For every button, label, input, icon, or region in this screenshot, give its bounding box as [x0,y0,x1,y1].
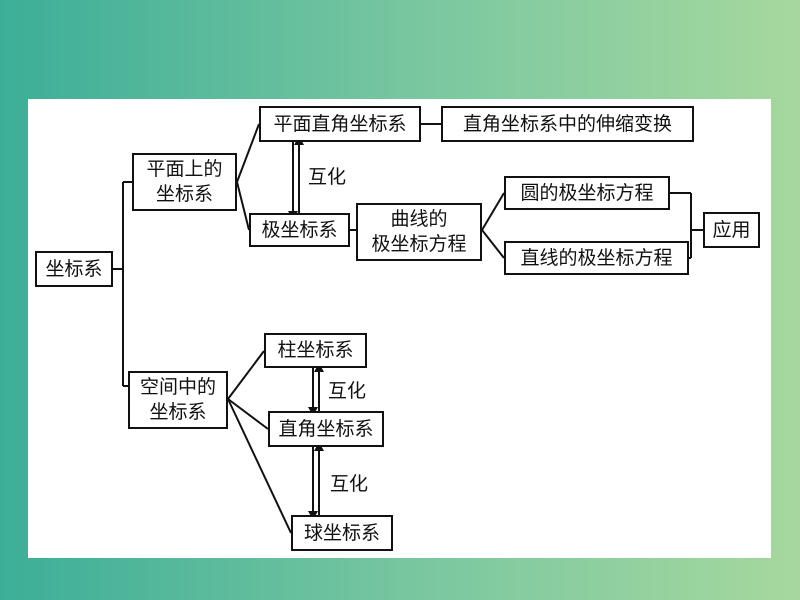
line-equation-node: 直线的极坐标方程 [504,241,689,275]
root-node-label: 坐标系 [45,257,103,280]
spherical-node: 球坐标系 [291,515,393,551]
space-coordinate-line-2: 坐标系 [149,401,207,423]
stretch-transform-label: 直角坐标系中的伸缩变换 [462,112,672,135]
space-coordinate-line-1: 空间中的 [139,376,216,398]
rect2d-node-label: 平面直角坐标系 [273,112,407,135]
polar-node-label: 极坐标系 [261,218,338,241]
circle-equation-node: 圆的极坐标方程 [504,176,670,210]
polar-node: 极坐标系 [249,213,350,247]
line-equation-label: 直线的极坐标方程 [520,246,673,269]
convert-space-top-label: 互化 [328,380,367,402]
line-curve-circle [481,192,505,231]
line-plane-polar [236,181,250,231]
space-coordinate-node: 空间中的 坐标系 [128,371,228,429]
convert-plane-label: 互化 [308,166,347,188]
spherical-label: 球坐标系 [303,521,380,544]
curve-equation-line-2: 极坐标方程 [371,233,467,255]
cylindrical-label: 柱坐标系 [277,339,354,361]
curve-polar-equation-node: 曲线的 极坐标方程 [356,203,482,261]
root-node: 坐标系 [35,251,113,287]
cylindrical-node: 柱坐标系 [264,333,367,368]
rect2d-node: 平面直角坐标系 [259,106,421,142]
line-space-rect3d [227,398,269,430]
rect3d-node: 直角坐标系 [268,411,384,447]
plane-coordinate-line-1: 平面上的 [146,158,223,180]
rect3d-label: 直角坐标系 [278,417,374,440]
circle-equation-label: 圆的极坐标方程 [520,181,654,204]
line-curve-line [481,229,505,259]
line-plane-rect2d [236,123,260,183]
application-node: 应用 [703,212,760,248]
convert-space-bottom-label: 互化 [330,473,369,495]
plane-coordinate-node: 平面上的 坐标系 [132,153,237,211]
diagram-panel: 坐标系 平面上的 坐标系 平面直角坐标系 直角坐标系中的伸缩变换 互化 极坐标系… [28,99,771,558]
line-space-sph [227,398,292,534]
plane-coordinate-line-2: 坐标系 [155,183,213,205]
line-space-cyl [227,350,265,400]
application-label: 应用 [712,218,751,241]
curve-equation-line-1: 曲线的 [390,208,448,230]
stretch-transform-node: 直角坐标系中的伸缩变换 [441,106,694,142]
